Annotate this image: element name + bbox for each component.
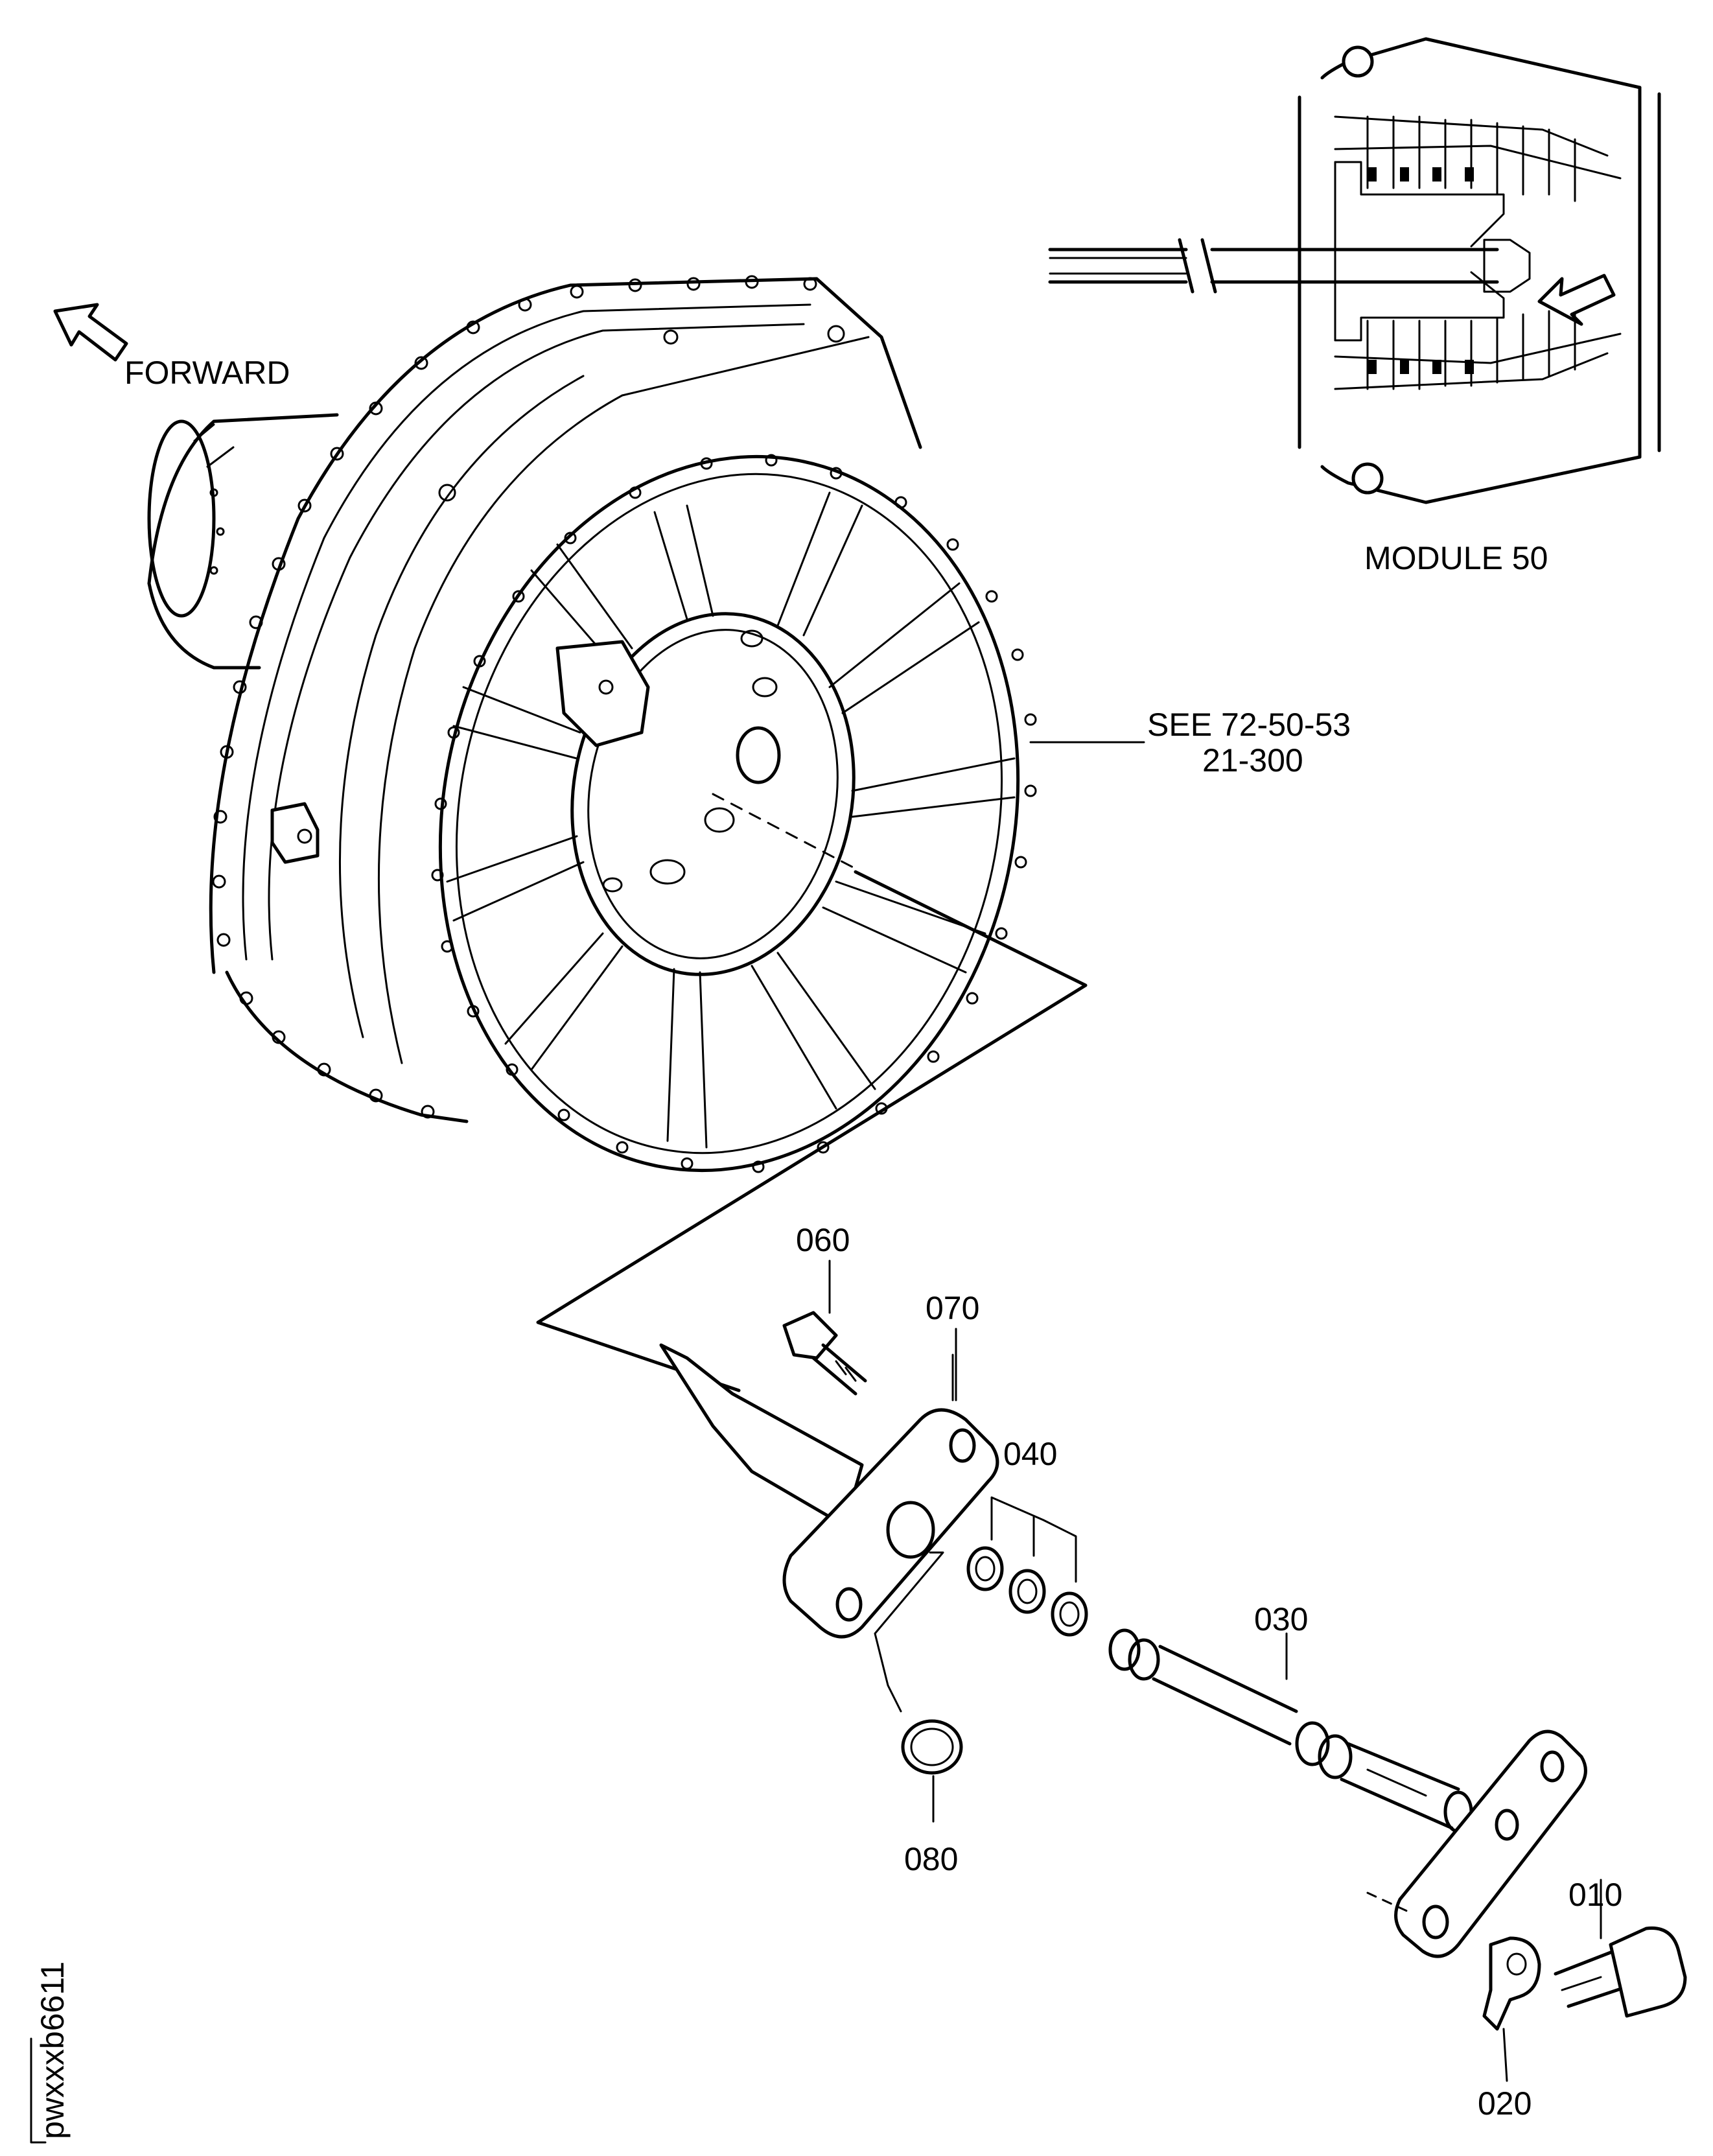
part-010-bolt	[1554, 1879, 1687, 2018]
figure-id: pwxxxb6611	[34, 1962, 71, 2139]
callout-060: 060	[796, 1222, 850, 1258]
part-030-nozzle-stem	[1108, 1628, 1587, 1958]
callout-070: 070	[926, 1290, 979, 1326]
forward-arrow-icon	[53, 303, 128, 362]
part-060-bolt	[782, 1289, 867, 1396]
part-020-lockwasher	[1482, 1936, 1541, 2082]
forward-label: FORWARD	[124, 355, 290, 391]
exhaust-struts	[446, 491, 1016, 1149]
callout-030: 030	[1254, 1601, 1308, 1637]
figure-id-bracket	[30, 2037, 47, 2144]
callout-020: 020	[1478, 2085, 1532, 2122]
callout-040: 040	[1003, 1436, 1057, 1472]
detail-wedge	[536, 870, 1088, 1392]
see-reference-line2: 21-300	[1202, 742, 1303, 779]
module-50-label: MODULE 50	[1364, 540, 1548, 576]
part-040-rings	[966, 1496, 1088, 1637]
part-080-o-ring	[874, 1551, 963, 1823]
part-070-bracket	[659, 1343, 999, 1639]
callout-010: 010	[1568, 1877, 1622, 1913]
turbine-module-assembly	[147, 275, 1145, 1173]
outer-bolt-ring	[212, 275, 817, 1119]
rear-bolt-ring	[431, 454, 1037, 1173]
callout-080: 080	[904, 1841, 958, 1877]
module-50-inset	[1048, 37, 1661, 504]
see-reference-line1: SEE 72-50-53	[1147, 707, 1351, 743]
